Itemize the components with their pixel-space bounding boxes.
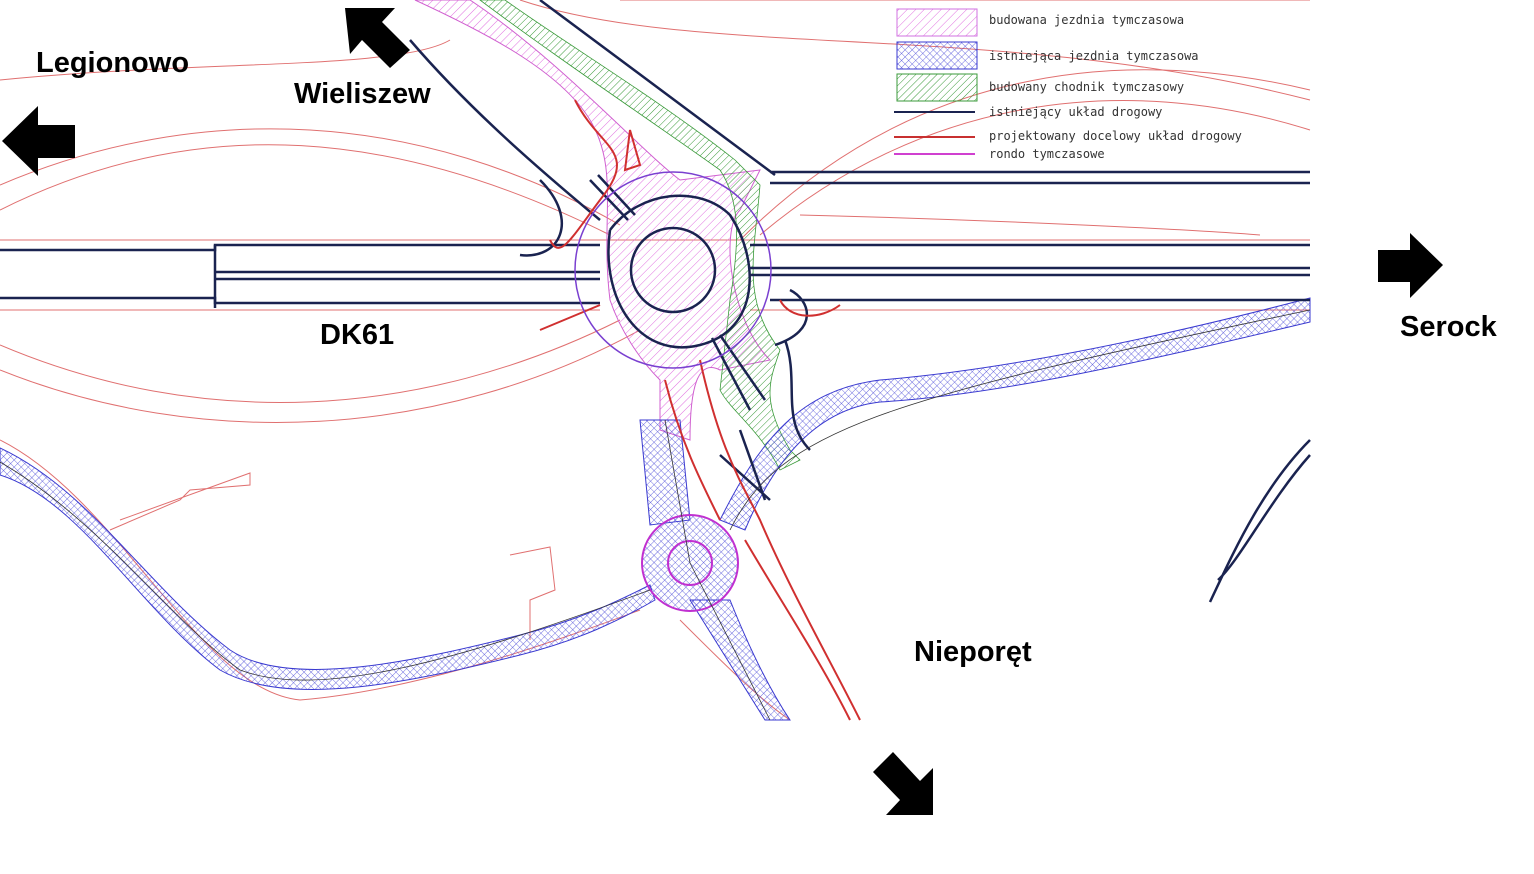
legend-swatches xyxy=(894,8,978,155)
arrow-right-icon xyxy=(1378,233,1443,298)
axis-centerlines xyxy=(0,309,1311,721)
road-label-dk61: DK61 xyxy=(320,319,395,351)
place-label-nieporet: Nieporęt xyxy=(914,636,1032,668)
existing-road-layout xyxy=(0,0,1311,603)
place-label-legionowo: Legionowo xyxy=(36,47,190,79)
pink-hatched-temp-road xyxy=(414,0,772,441)
arrow-down-right-icon xyxy=(873,752,933,815)
arrow-left-icon xyxy=(2,106,75,176)
direction-arrows xyxy=(2,8,1443,815)
place-label-serock: Serock xyxy=(1400,311,1497,343)
arrow-up-left-icon xyxy=(345,8,410,68)
place-label-wieliszew: Wieliszew xyxy=(294,78,431,110)
projected-target-road-layout xyxy=(539,99,861,721)
thin-red-outlines xyxy=(0,0,1311,721)
temp-roundabout-upper xyxy=(574,171,772,369)
